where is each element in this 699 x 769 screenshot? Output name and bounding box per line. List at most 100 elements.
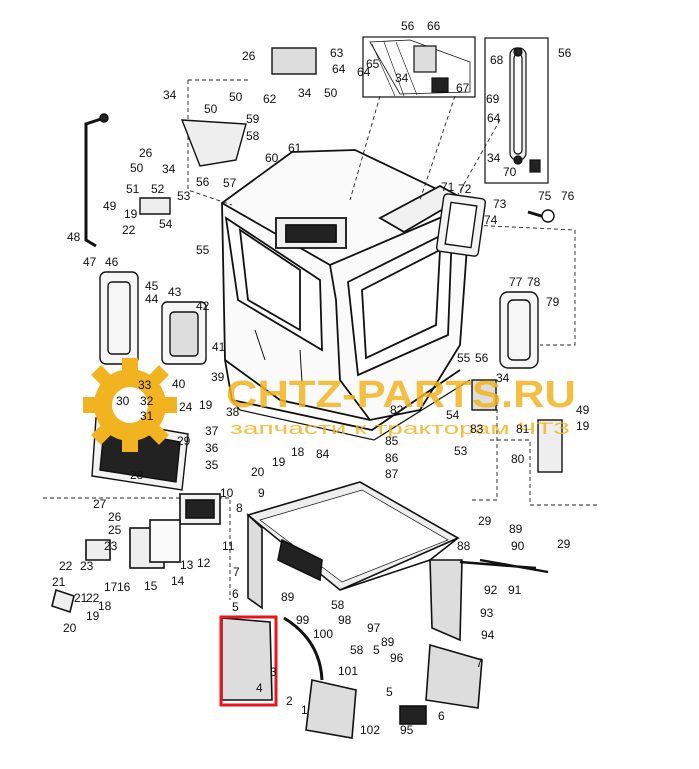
callout-94: 94 xyxy=(481,628,495,642)
callout-86: 86 xyxy=(385,451,399,465)
cab-frame xyxy=(221,149,471,441)
callout-68: 68 xyxy=(490,53,504,67)
callout-64: 64 xyxy=(487,111,501,125)
callout-58: 58 xyxy=(246,129,260,143)
callout-6: 6 xyxy=(232,587,239,601)
callout-79: 79 xyxy=(546,295,560,309)
callout-47: 47 xyxy=(83,255,97,269)
callout-89: 89 xyxy=(281,590,295,604)
callout-25: 25 xyxy=(108,523,122,537)
callout-19: 19 xyxy=(576,419,590,433)
callout-5: 54 xyxy=(159,217,173,231)
callout-78: 78 xyxy=(527,275,541,289)
watermark-tagline: запчасти к тракторам ЧТЗ xyxy=(230,419,570,438)
callout-34: 34 xyxy=(298,86,312,100)
callout-27: 27 xyxy=(93,497,107,511)
callout-75: 75 xyxy=(538,189,552,203)
callout-5: 5 xyxy=(232,600,239,614)
callout-8: 8 xyxy=(236,501,243,515)
callout-23: 23 xyxy=(104,539,118,553)
callout-16: 16 xyxy=(117,580,131,594)
callout-26: 26 xyxy=(242,49,256,63)
callout-20: 20 xyxy=(251,465,265,479)
callout-37: 37 xyxy=(205,424,219,438)
callout-29: 29 xyxy=(557,537,571,551)
callout-36: 36 xyxy=(205,441,219,455)
callout-34: 34 xyxy=(163,88,177,102)
callout-70: 70 xyxy=(503,165,517,179)
callout-26: 26 xyxy=(139,146,153,160)
callout-88: 88 xyxy=(457,539,471,553)
callout-52: 52 xyxy=(151,182,165,196)
callout-22: 22 xyxy=(59,559,73,573)
callout-22: 22 xyxy=(86,591,100,605)
callout-6: 6 xyxy=(438,709,445,723)
callout-50: 50 xyxy=(324,86,338,100)
callout-82: 82 xyxy=(390,403,404,417)
callout-54: 54 xyxy=(446,408,460,422)
callout-87: 87 xyxy=(385,467,399,481)
callout-4: 4 xyxy=(256,681,263,695)
callout-83: 83 xyxy=(470,422,484,436)
callout-44: 44 xyxy=(145,292,159,306)
callout-96: 96 xyxy=(390,651,404,665)
callout-48: 48 xyxy=(67,230,81,244)
callout-14: 14 xyxy=(171,574,185,588)
callout-99: 99 xyxy=(296,613,310,627)
callout-2: 2 xyxy=(286,694,293,708)
callout-97: 97 xyxy=(367,621,381,635)
callout-61: 61 xyxy=(288,141,302,155)
callout-18: 18 xyxy=(291,445,305,459)
callout-76: 76 xyxy=(561,189,575,203)
watermark: CHTZ-PARTS.RU запчасти к тракторам ЧТЗ xyxy=(83,358,576,452)
callout-98: 98 xyxy=(338,613,352,627)
callout-39: 39 xyxy=(211,370,225,384)
part-highlight-box xyxy=(219,615,278,707)
callout-56: 56 xyxy=(196,175,210,189)
watermark-brand: CHTZ-PARTS.RU xyxy=(226,374,576,416)
callout-3: 3 xyxy=(270,665,277,679)
callout-21: 21 xyxy=(74,591,88,605)
callout-23: 23 xyxy=(80,559,94,573)
callout-56: 56 xyxy=(401,19,415,33)
gear-logo-icon xyxy=(83,358,177,452)
callout-26: 26 xyxy=(108,510,122,524)
callout-40: 40 xyxy=(172,377,186,391)
callout-63: 63 xyxy=(330,46,344,60)
callout-28: 28 xyxy=(130,468,144,482)
callout-50: 50 xyxy=(204,102,218,116)
callout-71: 71 xyxy=(441,180,455,194)
callout-95: 95 xyxy=(400,723,414,737)
callout-90: 90 xyxy=(511,539,525,553)
callout-56: 56 xyxy=(558,46,572,60)
callout-80: 80 xyxy=(511,452,525,466)
callout-55: 55 xyxy=(457,351,471,365)
callout-65: 65 xyxy=(366,57,380,71)
callout-22: 22 xyxy=(122,223,136,237)
callout-51: 51 xyxy=(126,182,140,196)
assembly-guide-lines xyxy=(43,79,600,600)
inset-door-lock-detail xyxy=(362,36,476,98)
lower-fender-assembly xyxy=(51,481,549,739)
callout-60: 60 xyxy=(265,151,279,165)
callout-53: 53 xyxy=(454,444,468,458)
callout-67: 67 xyxy=(456,81,470,95)
callout-12: 12 xyxy=(197,556,211,570)
callout-7: 7 xyxy=(476,656,483,670)
callout-74: 74 xyxy=(484,213,498,227)
callout-19: 19 xyxy=(124,207,138,221)
callout-49: 49 xyxy=(576,403,590,417)
callout-24: 24 xyxy=(179,400,193,414)
inset-handle-detail xyxy=(484,37,549,184)
callout-21: 21 xyxy=(52,575,66,589)
callout-32: 32 xyxy=(140,394,154,408)
callout-89: 89 xyxy=(381,635,395,649)
callout-101: 101 xyxy=(338,664,358,678)
callout-102: 102 xyxy=(360,723,380,737)
right-parts xyxy=(435,193,563,473)
callout-29: 29 xyxy=(478,514,492,528)
callout-56: 56 xyxy=(475,351,489,365)
callout-49: 49 xyxy=(103,199,117,213)
callout-50: 50 xyxy=(130,161,144,175)
callout-91: 91 xyxy=(508,583,522,597)
